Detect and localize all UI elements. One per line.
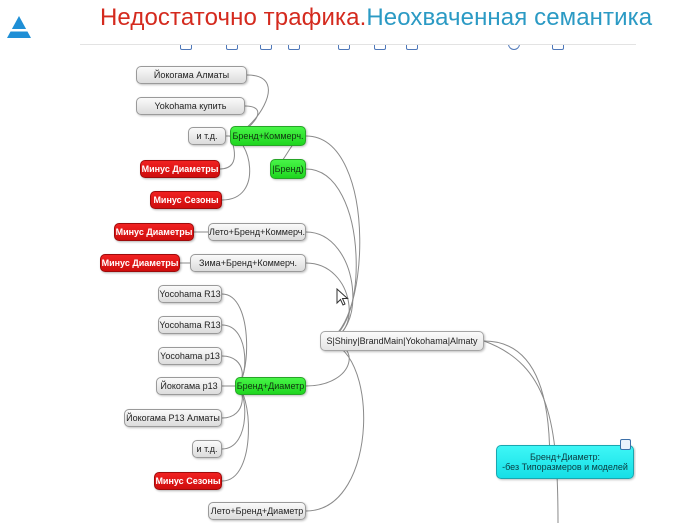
root-node[interactable]: S|Shiny|BrandMain|Yokohama|Almaty (320, 331, 484, 351)
negative-keywords-node[interactable]: Минус Диаметры (100, 254, 180, 272)
toolbar-icon[interactable] (180, 45, 192, 50)
page-title-red: Недостаточно трафика. (100, 4, 367, 31)
toolbar-icon[interactable] (288, 45, 300, 50)
keyword-node[interactable]: Yokohama купить (136, 97, 245, 115)
toolbar-icon[interactable] (374, 45, 386, 50)
keyword-node[interactable]: Yocohama R13 (158, 285, 222, 303)
keyword-node[interactable]: и т.д. (192, 440, 222, 458)
toolbar-icon[interactable] (226, 45, 238, 50)
group-node-summer-commercial[interactable]: Лето+Бренд+Коммерч. (208, 223, 306, 241)
negative-keywords-node[interactable]: Минус Диаметры (114, 223, 194, 241)
group-node-brand[interactable]: |Бренд) (270, 159, 306, 179)
negative-keywords-node[interactable]: Минус Сезоны (154, 472, 222, 490)
toolbar-icon[interactable] (260, 45, 272, 50)
mindmap-canvas[interactable]: Йокогама Алматы Yokohama купить и т.д. Б… (80, 44, 636, 523)
keyword-node[interactable]: Йокогама Алматы (136, 66, 247, 84)
group-node-brand-diameter[interactable]: Бренд+Диаметр (235, 377, 306, 395)
page-title-blue: Неохваченная семантика (366, 4, 653, 31)
note-node-line1: Бренд+Диаметр: (529, 451, 601, 462)
keyword-node[interactable]: Йокогама Р13 Алматы (124, 409, 222, 427)
group-node-winter-commercial[interactable]: Зима+Бренд+Коммерч. (190, 254, 306, 272)
group-node-summer-diameter[interactable]: Лето+Бренд+Диаметр (208, 502, 306, 520)
triangle-logo-icon (6, 14, 32, 40)
keyword-node[interactable]: Yocohama R13 (158, 316, 222, 334)
keyword-node[interactable]: Йокогама р13 (156, 377, 222, 395)
group-node-brand-commercial[interactable]: Бренд+Коммерч. (230, 126, 306, 146)
note-node-brand-diameter[interactable]: Бренд+Диаметр: -без Типоразмеров и модел… (496, 445, 634, 479)
negative-keywords-node[interactable]: Минус Сезоны (150, 191, 222, 209)
toolbar-icon[interactable] (406, 45, 418, 50)
keyword-node[interactable]: Yocohama р13 (158, 347, 222, 365)
note-icon[interactable] (620, 439, 631, 450)
page-title: Недостаточно трафика.Неохваченная семант… (100, 4, 652, 32)
mouse-pointer-icon (336, 288, 349, 306)
negative-keywords-node[interactable]: Минус Диаметры (140, 160, 220, 178)
toolbar-icon[interactable] (552, 45, 564, 50)
toolbar-strip (80, 45, 636, 61)
note-node-line2: -без Типоразмеров и моделей (502, 462, 628, 472)
keyword-node[interactable]: и т.д. (188, 127, 226, 145)
toolbar-icon[interactable] (338, 45, 350, 50)
